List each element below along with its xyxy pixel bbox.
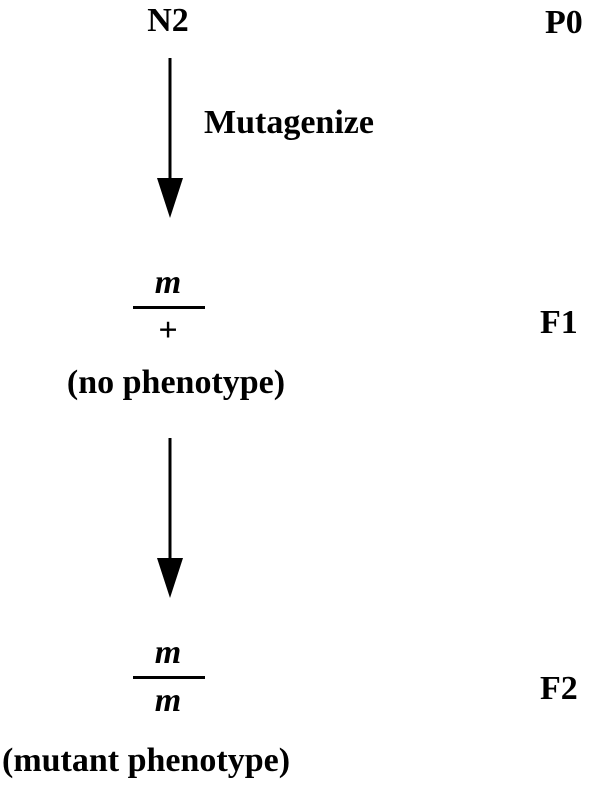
f2-genotype-top: m	[154, 634, 182, 671]
f1-genotype-top: m	[154, 264, 182, 301]
generation-label-p0: P0	[545, 4, 583, 41]
mutagenize-label: Mutagenize	[204, 104, 374, 141]
generation-label-f1: F1	[540, 304, 578, 341]
f2-fraction-bar	[133, 676, 205, 679]
f1-fraction-bar	[133, 306, 205, 309]
f2-phenotype-label: (mutant phenotype)	[2, 742, 291, 779]
source-strain-label: N2	[147, 2, 189, 39]
f1-phenotype-label: (no phenotype)	[66, 364, 286, 401]
arrow-down-icon	[157, 58, 183, 218]
f1-genotype-bottom: +	[158, 312, 178, 349]
generation-label-f2: F2	[540, 670, 578, 707]
f2-genotype-bottom: m	[154, 682, 182, 719]
arrow-down-icon	[157, 438, 183, 598]
